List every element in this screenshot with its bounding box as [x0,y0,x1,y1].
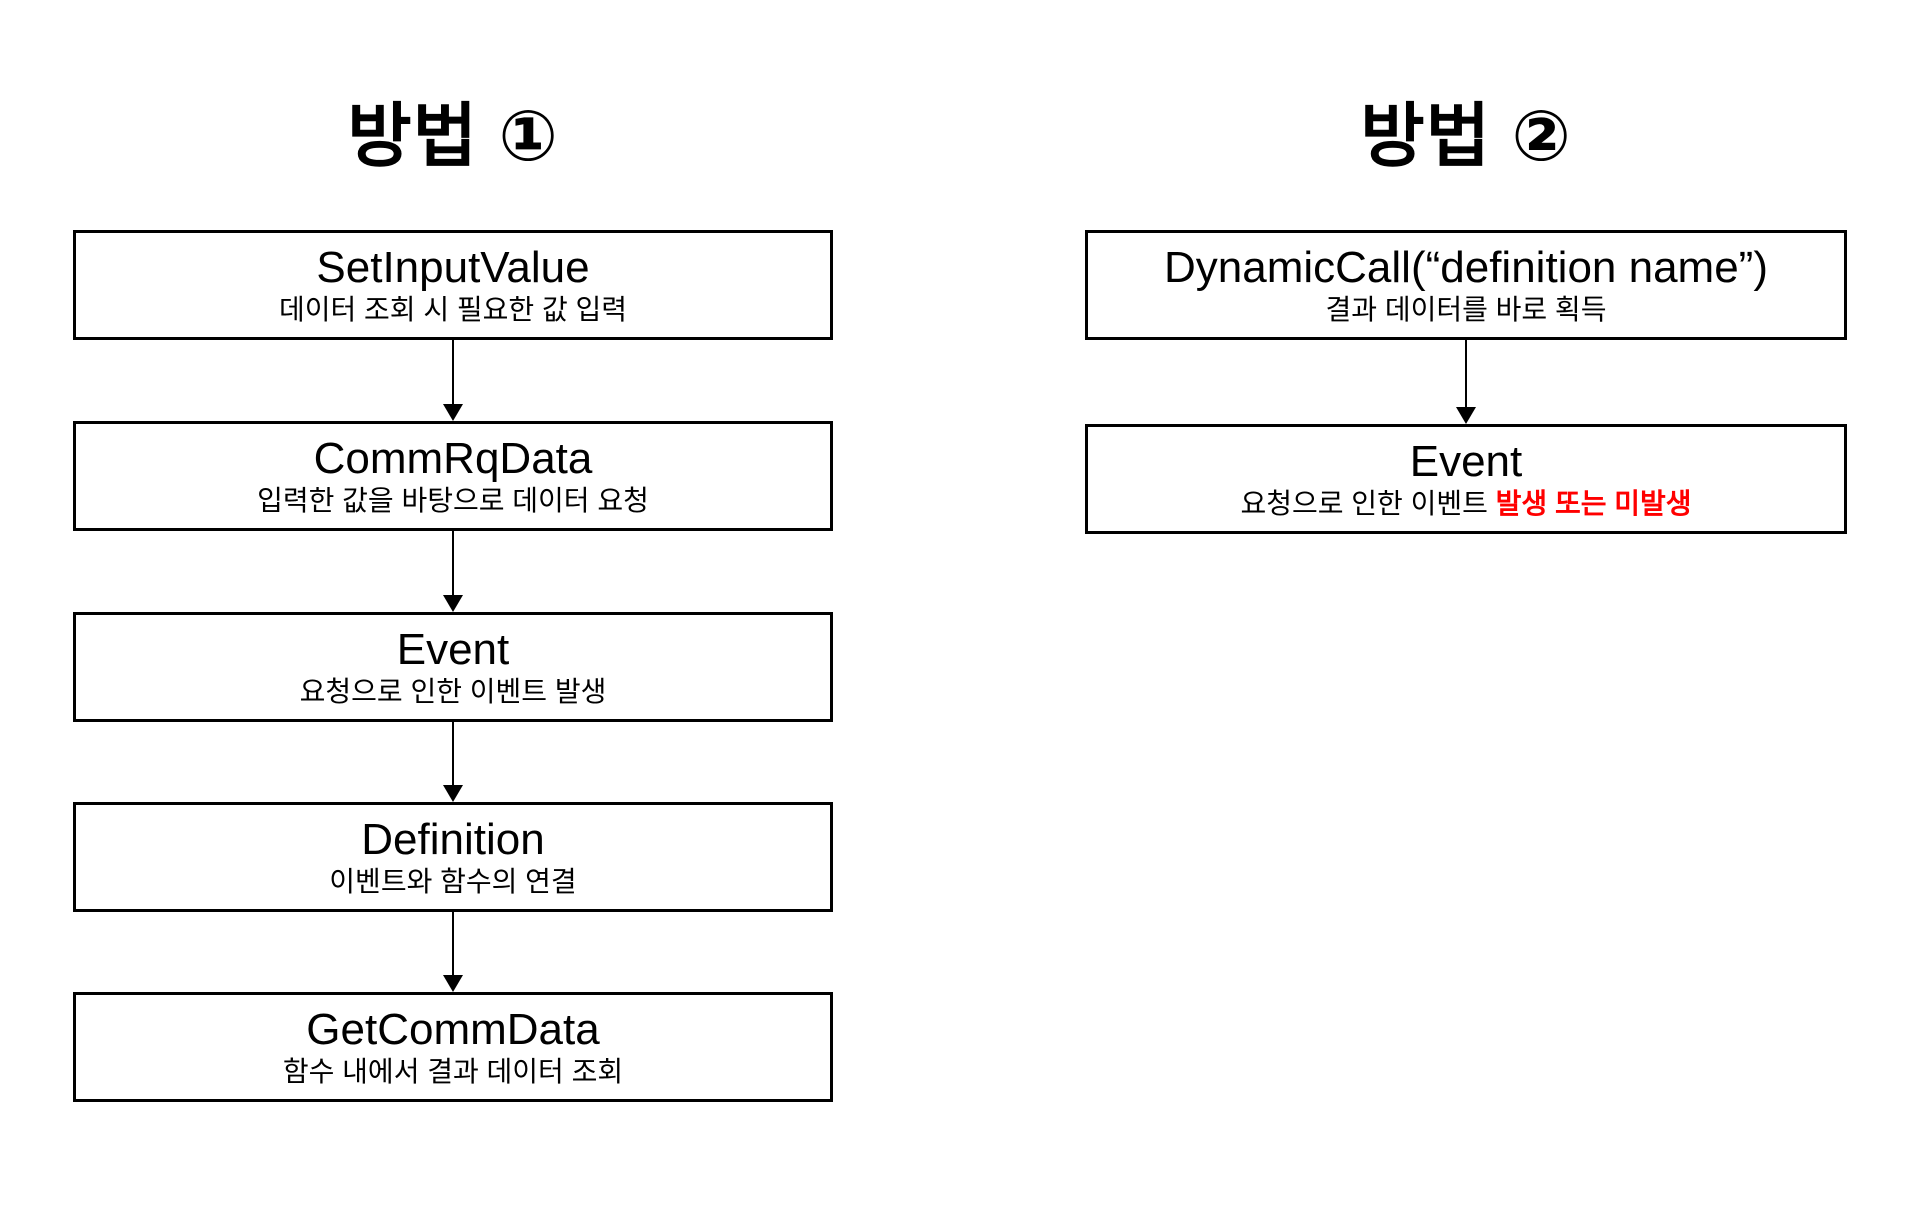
step-box-getcommdata: GetCommData 함수 내에서 결과 데이터 조회 [73,992,833,1102]
step-title: SetInputValue [316,242,590,292]
arrow-head-icon [443,975,463,992]
method-2-title: 방법 ② [1360,97,1572,175]
step-subtitle: 입력한 값을 바탕으로 데이터 요청 [257,485,649,517]
step-box-definition: Definition 이벤트와 함수의 연결 [73,802,833,912]
arrow-shaft [452,912,454,975]
step-subtitle: 함수 내에서 결과 데이터 조회 [282,1056,624,1088]
down-arrow [1456,340,1476,424]
step-box-commrqdata: CommRqData 입력한 값을 바탕으로 데이터 요청 [73,421,833,531]
method-1-column: 방법 ① SetInputValue 데이터 조회 시 필요한 값 입력 Com… [73,0,833,1205]
arrow-shaft [1465,340,1467,407]
step-title: Definition [361,814,545,864]
down-arrow [443,531,463,612]
method-2-column: 방법 ② DynamicCall(“definition name”) 결과 데… [1085,0,1847,1205]
step-subtitle: 이벤트와 함수의 연결 [329,866,577,898]
arrow-head-icon [443,404,463,421]
step-subtitle: 요청으로 인한 이벤트 발생 [299,676,607,708]
step-subtitle: 데이터 조회 시 필요한 값 입력 [278,294,628,326]
subtitle-plain-text: 요청으로 인한 이벤트 [1240,488,1496,520]
step-box-setinputvalue: SetInputValue 데이터 조회 시 필요한 값 입력 [73,230,833,340]
step-title: GetCommData [306,1004,600,1054]
arrow-head-icon [1456,407,1476,424]
step-subtitle: 결과 데이터를 바로 획득 [1325,294,1607,326]
arrow-head-icon [443,595,463,612]
arrow-shaft [452,340,454,404]
down-arrow [443,722,463,802]
step-title: CommRqData [313,433,593,483]
step-box-event-1: Event 요청으로 인한 이벤트 발생 [73,612,833,722]
down-arrow [443,912,463,992]
method-1-title: 방법 ① [347,97,559,175]
down-arrow [443,340,463,421]
step-box-event-2: Event 요청으로 인한 이벤트 발생 또는 미발생 [1085,424,1847,534]
step-title: Event [396,624,510,674]
step-title: DynamicCall(“definition name”) [1164,242,1768,292]
step-subtitle: 요청으로 인한 이벤트 발생 또는 미발생 [1240,486,1691,521]
arrow-shaft [452,722,454,785]
step-box-dynamiccall: DynamicCall(“definition name”) 결과 데이터를 바… [1085,230,1847,340]
step-title: Event [1409,436,1523,486]
subtitle-red-highlight: 발생 또는 미발생 [1495,488,1692,520]
arrow-shaft [452,531,454,595]
arrow-head-icon [443,785,463,802]
